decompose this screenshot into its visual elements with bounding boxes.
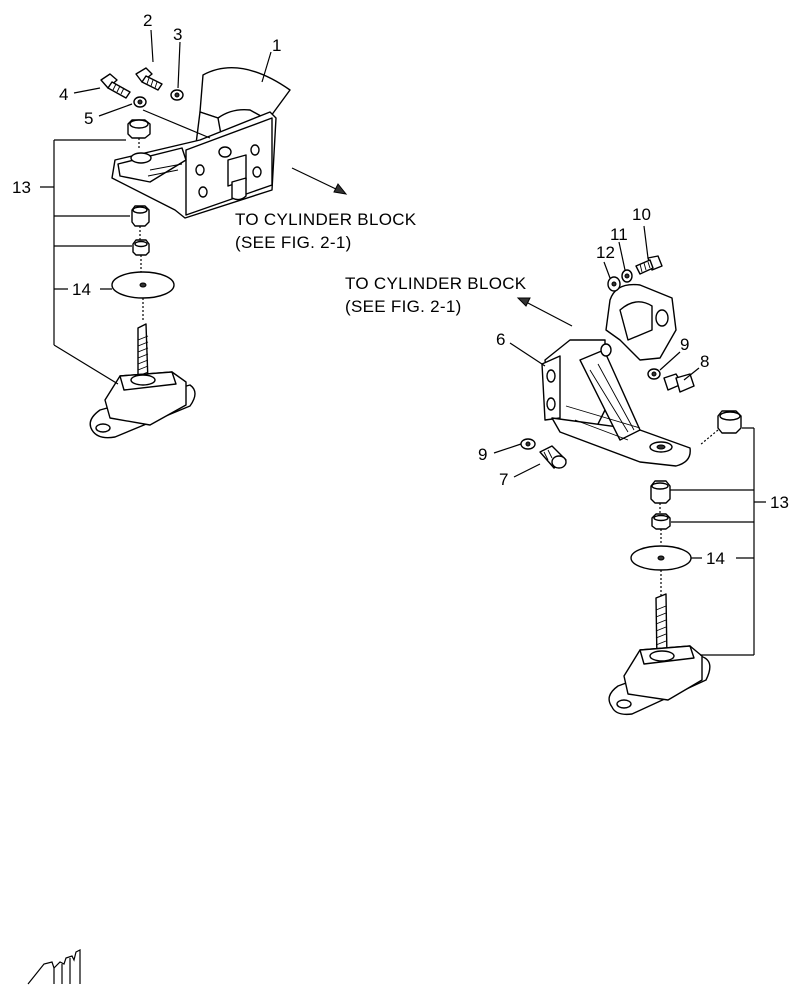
engine-mount-right bbox=[608, 593, 711, 716]
callout-1: 1 bbox=[272, 36, 281, 55]
left-assembly bbox=[89, 67, 291, 439]
callout-9-lower: 9 bbox=[478, 445, 487, 464]
note-right-line2: (SEE FIG. 2-1) bbox=[345, 297, 462, 316]
callout-3: 3 bbox=[173, 25, 182, 44]
washer-5 bbox=[133, 96, 147, 108]
washer-14-right bbox=[630, 545, 692, 571]
callout-7: 7 bbox=[499, 470, 508, 489]
nut-top-left bbox=[127, 119, 151, 139]
rear-bracket bbox=[541, 283, 691, 467]
washer-9-upper bbox=[647, 368, 661, 380]
callout-13-left: 13 bbox=[12, 178, 31, 197]
bolt-7 bbox=[539, 445, 567, 469]
callout-5: 5 bbox=[84, 109, 93, 128]
bolt-10 bbox=[635, 255, 663, 275]
bolt-2 bbox=[135, 67, 163, 91]
callouts: 1 2 3 4 5 13 14 10 11 12 6 9 8 9 7 13 14 bbox=[12, 11, 789, 568]
callout-2: 2 bbox=[143, 11, 152, 30]
nut-mid-right bbox=[650, 480, 671, 504]
right-assembly bbox=[520, 255, 742, 716]
nut-low-right bbox=[651, 513, 671, 530]
callout-14-left: 14 bbox=[72, 280, 91, 299]
callout-9-upper: 9 bbox=[680, 335, 689, 354]
manual-hand-icon bbox=[27, 949, 81, 985]
washer-14-left bbox=[111, 271, 175, 299]
washer-12 bbox=[607, 276, 621, 292]
callout-6: 6 bbox=[496, 330, 505, 349]
callout-11: 11 bbox=[610, 225, 628, 244]
callout-8: 8 bbox=[700, 352, 709, 371]
nut-top-right bbox=[717, 410, 742, 434]
note-right-line1: TO CYLINDER BLOCK bbox=[345, 274, 527, 293]
washer-11 bbox=[621, 269, 633, 283]
nut-mid-left bbox=[131, 205, 150, 227]
note-left-line2: (SEE FIG. 2-1) bbox=[235, 233, 352, 252]
callout-12: 12 bbox=[596, 243, 615, 262]
engine-mount-left bbox=[89, 323, 196, 439]
callout-4: 4 bbox=[59, 85, 68, 104]
bolt-8 bbox=[663, 373, 695, 393]
notes: TO CYLINDER BLOCK (SEE FIG. 2-1) TO CYLI… bbox=[235, 210, 527, 316]
leader-lines bbox=[40, 29, 766, 656]
washer-9-lower bbox=[520, 438, 536, 450]
bolt-4 bbox=[100, 73, 131, 99]
callout-10: 10 bbox=[632, 205, 651, 224]
callout-13-right: 13 bbox=[770, 493, 789, 512]
callout-14-right: 14 bbox=[706, 549, 725, 568]
note-left-line1: TO CYLINDER BLOCK bbox=[235, 210, 417, 229]
nut-low-left bbox=[132, 239, 150, 256]
front-bracket bbox=[111, 67, 291, 219]
washer-3 bbox=[170, 89, 184, 101]
